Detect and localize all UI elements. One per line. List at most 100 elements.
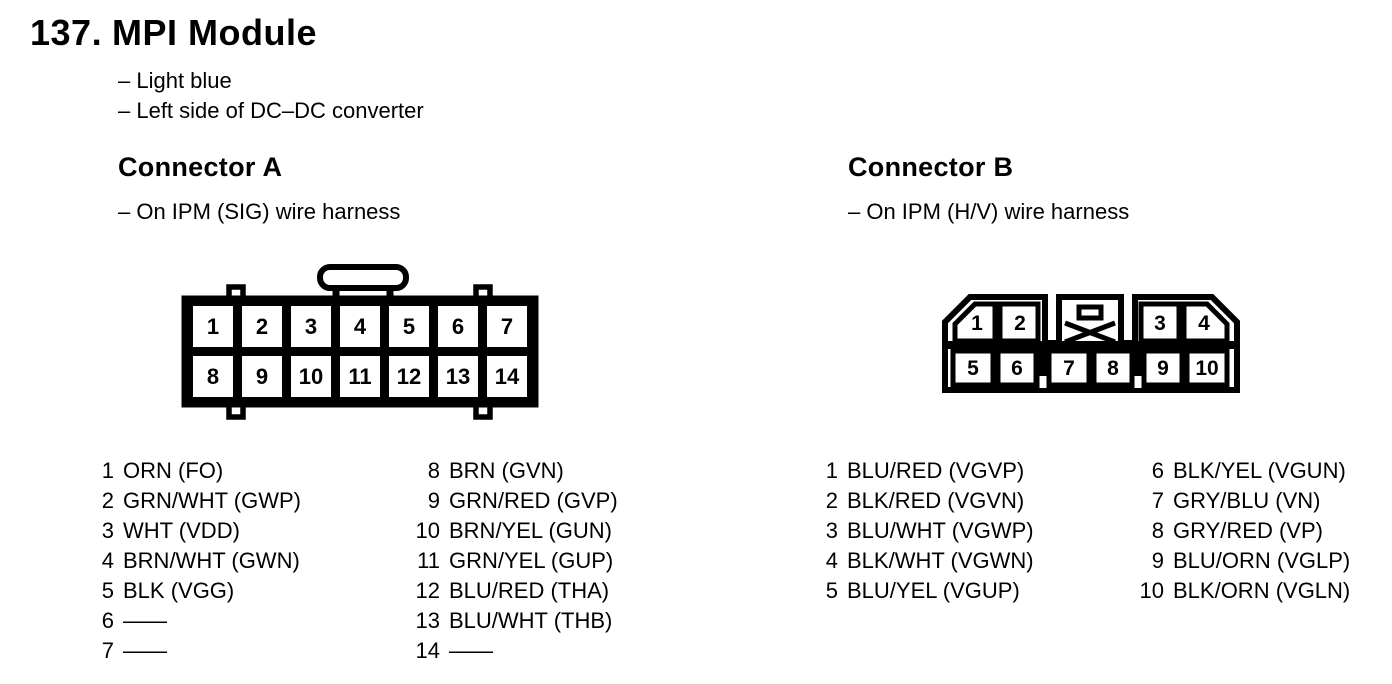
module-notes: – Light blue – Left side of DC–DC conver… bbox=[118, 66, 424, 126]
pin-row-number: 4 bbox=[101, 548, 114, 573]
pin-cell bbox=[1181, 301, 1230, 344]
pin-number: 7 bbox=[1063, 357, 1075, 380]
pin-row: 6—— bbox=[80, 606, 301, 636]
pin-row-number: 7 bbox=[101, 638, 114, 663]
pin-row-number: 8 bbox=[1151, 518, 1164, 543]
connector-a-diagram: 1 2 3 4 5 6 7 8 9 10 11 12 13 14 bbox=[181, 264, 539, 420]
pin-cell bbox=[384, 301, 434, 352]
pin-row-number: 14 bbox=[415, 638, 440, 663]
pin-row-number: 8 bbox=[427, 458, 440, 483]
pin-cell bbox=[482, 351, 532, 402]
pin-row-number: 2 bbox=[101, 488, 114, 513]
pin-number: 5 bbox=[403, 314, 415, 339]
pin-cell bbox=[1046, 348, 1092, 388]
connector-a-pin-numbers: 1 2 3 4 5 6 7 8 9 10 11 12 13 14 bbox=[207, 314, 520, 389]
pin-row-label: BRN (GVN) bbox=[449, 458, 564, 483]
pin-row: 5 BLU/YEL (VGUP) bbox=[798, 576, 1034, 606]
pin-number: 1 bbox=[207, 314, 219, 339]
pin-cell bbox=[335, 351, 385, 402]
latch-handle bbox=[317, 264, 409, 302]
pin-cell bbox=[237, 301, 287, 352]
pin-row-label: GRN/YEL (GUP) bbox=[449, 548, 614, 573]
pin-cell bbox=[433, 301, 483, 352]
pin-number: 5 bbox=[967, 357, 979, 380]
pin-row-label: ORN (FO) bbox=[123, 458, 224, 483]
pin-row-number: 10 bbox=[1139, 578, 1164, 603]
pin-row: 7—— bbox=[80, 636, 301, 666]
pin-row-label: —— bbox=[449, 638, 493, 663]
pin-row-label: GRN/WHT (GWP) bbox=[123, 488, 302, 513]
pin-number: 11 bbox=[348, 364, 371, 389]
pin-number: 10 bbox=[1195, 357, 1218, 380]
pin-row-number: 9 bbox=[427, 488, 440, 513]
pin-row-label: BLU/WHT (VGWP) bbox=[847, 518, 1034, 543]
pin-row-number: 12 bbox=[415, 578, 440, 603]
pin-number: 7 bbox=[501, 314, 513, 339]
pin-row-label: BLK/YEL (VGUN) bbox=[1173, 458, 1346, 483]
pin-row: 2 BLK/RED (VGVN) bbox=[798, 486, 1034, 516]
connector-a-note: – On IPM (SIG) wire harness bbox=[118, 199, 401, 224]
latch-icon bbox=[1064, 304, 1116, 345]
connector-b-pin-numbers: 1 2 3 4 5 6 7 8 9 10 bbox=[967, 312, 1219, 380]
pin-cell bbox=[188, 301, 238, 352]
pin-number: 6 bbox=[452, 314, 464, 339]
pin-cell bbox=[1138, 301, 1182, 344]
pin-row: 4 BRN/WHT (GWN) bbox=[80, 546, 301, 576]
pin-row-number: 5 bbox=[825, 578, 838, 603]
pin-number: 1 bbox=[971, 312, 983, 335]
pin-row: 3 BLU/WHT (VGWP) bbox=[798, 516, 1034, 546]
connector-a-cavities bbox=[188, 301, 532, 402]
pin-row: 14 —— bbox=[402, 636, 618, 666]
pin-row-number: 5 bbox=[101, 578, 114, 603]
pin-row-number: 3 bbox=[825, 518, 838, 543]
pin-number: 4 bbox=[354, 314, 367, 339]
pin-number: 4 bbox=[1198, 312, 1210, 335]
pin-cell bbox=[995, 348, 1039, 388]
pin-cell bbox=[1141, 348, 1185, 388]
pin-number: 10 bbox=[299, 364, 323, 389]
pin-row-number: 11 bbox=[417, 548, 440, 573]
pin-row-number: 10 bbox=[415, 518, 440, 543]
pin-row-label: BRN/WHT (GWN) bbox=[123, 548, 300, 573]
pin-cell bbox=[952, 301, 998, 344]
pin-row: 9 BLU/ORN (VGLP) bbox=[1086, 546, 1351, 576]
pin-row-number: 9 bbox=[1151, 548, 1164, 573]
pin-cell bbox=[950, 348, 996, 388]
pin-number: 9 bbox=[256, 364, 268, 389]
pin-number: 13 bbox=[446, 364, 470, 389]
pin-row-label: GRY/RED (VP) bbox=[1173, 518, 1323, 543]
pin-number: 6 bbox=[1011, 357, 1023, 380]
pin-row-number: 2 bbox=[825, 488, 838, 513]
pin-row: 8 GRY/RED (VP) bbox=[1086, 516, 1350, 546]
pin-row-label: BLU/YEL (VGUP) bbox=[847, 578, 1020, 603]
pin-cell bbox=[384, 351, 434, 402]
pin-row: 2 GRN/WHT (GWP) bbox=[80, 486, 301, 516]
pin-cell bbox=[286, 301, 336, 352]
pin-row: 8 BRN (GVN) bbox=[402, 456, 618, 486]
pin-number: 8 bbox=[207, 364, 219, 389]
section-number: 137. bbox=[30, 12, 103, 53]
pin-number: 2 bbox=[256, 314, 268, 339]
pin-row-number: 4 bbox=[825, 548, 838, 573]
pin-row-label: BLU/RED (THA) bbox=[449, 578, 610, 603]
pin-row-label: BLU/RED (VGVP) bbox=[847, 458, 1025, 483]
pin-row-label: BLK/RED (VGVN) bbox=[847, 488, 1025, 513]
pin-row-label: BLK/ORN (VGLN) bbox=[1173, 578, 1351, 603]
pin-row-label: BLU/ORN (VGLP) bbox=[1173, 548, 1351, 573]
pin-number: 8 bbox=[1107, 357, 1119, 380]
module-note-line: – Left side of DC–DC converter bbox=[118, 98, 424, 123]
connector-b-note: – On IPM (H/V) wire harness bbox=[848, 199, 1130, 224]
connector-b-diagram: 1 2 3 4 5 6 7 8 9 10 bbox=[942, 294, 1240, 393]
pin-row-number: 13 bbox=[415, 608, 440, 633]
connector-b-cavities bbox=[950, 301, 1230, 388]
pin-cell bbox=[1184, 348, 1230, 388]
pin-number: 14 bbox=[495, 364, 520, 389]
